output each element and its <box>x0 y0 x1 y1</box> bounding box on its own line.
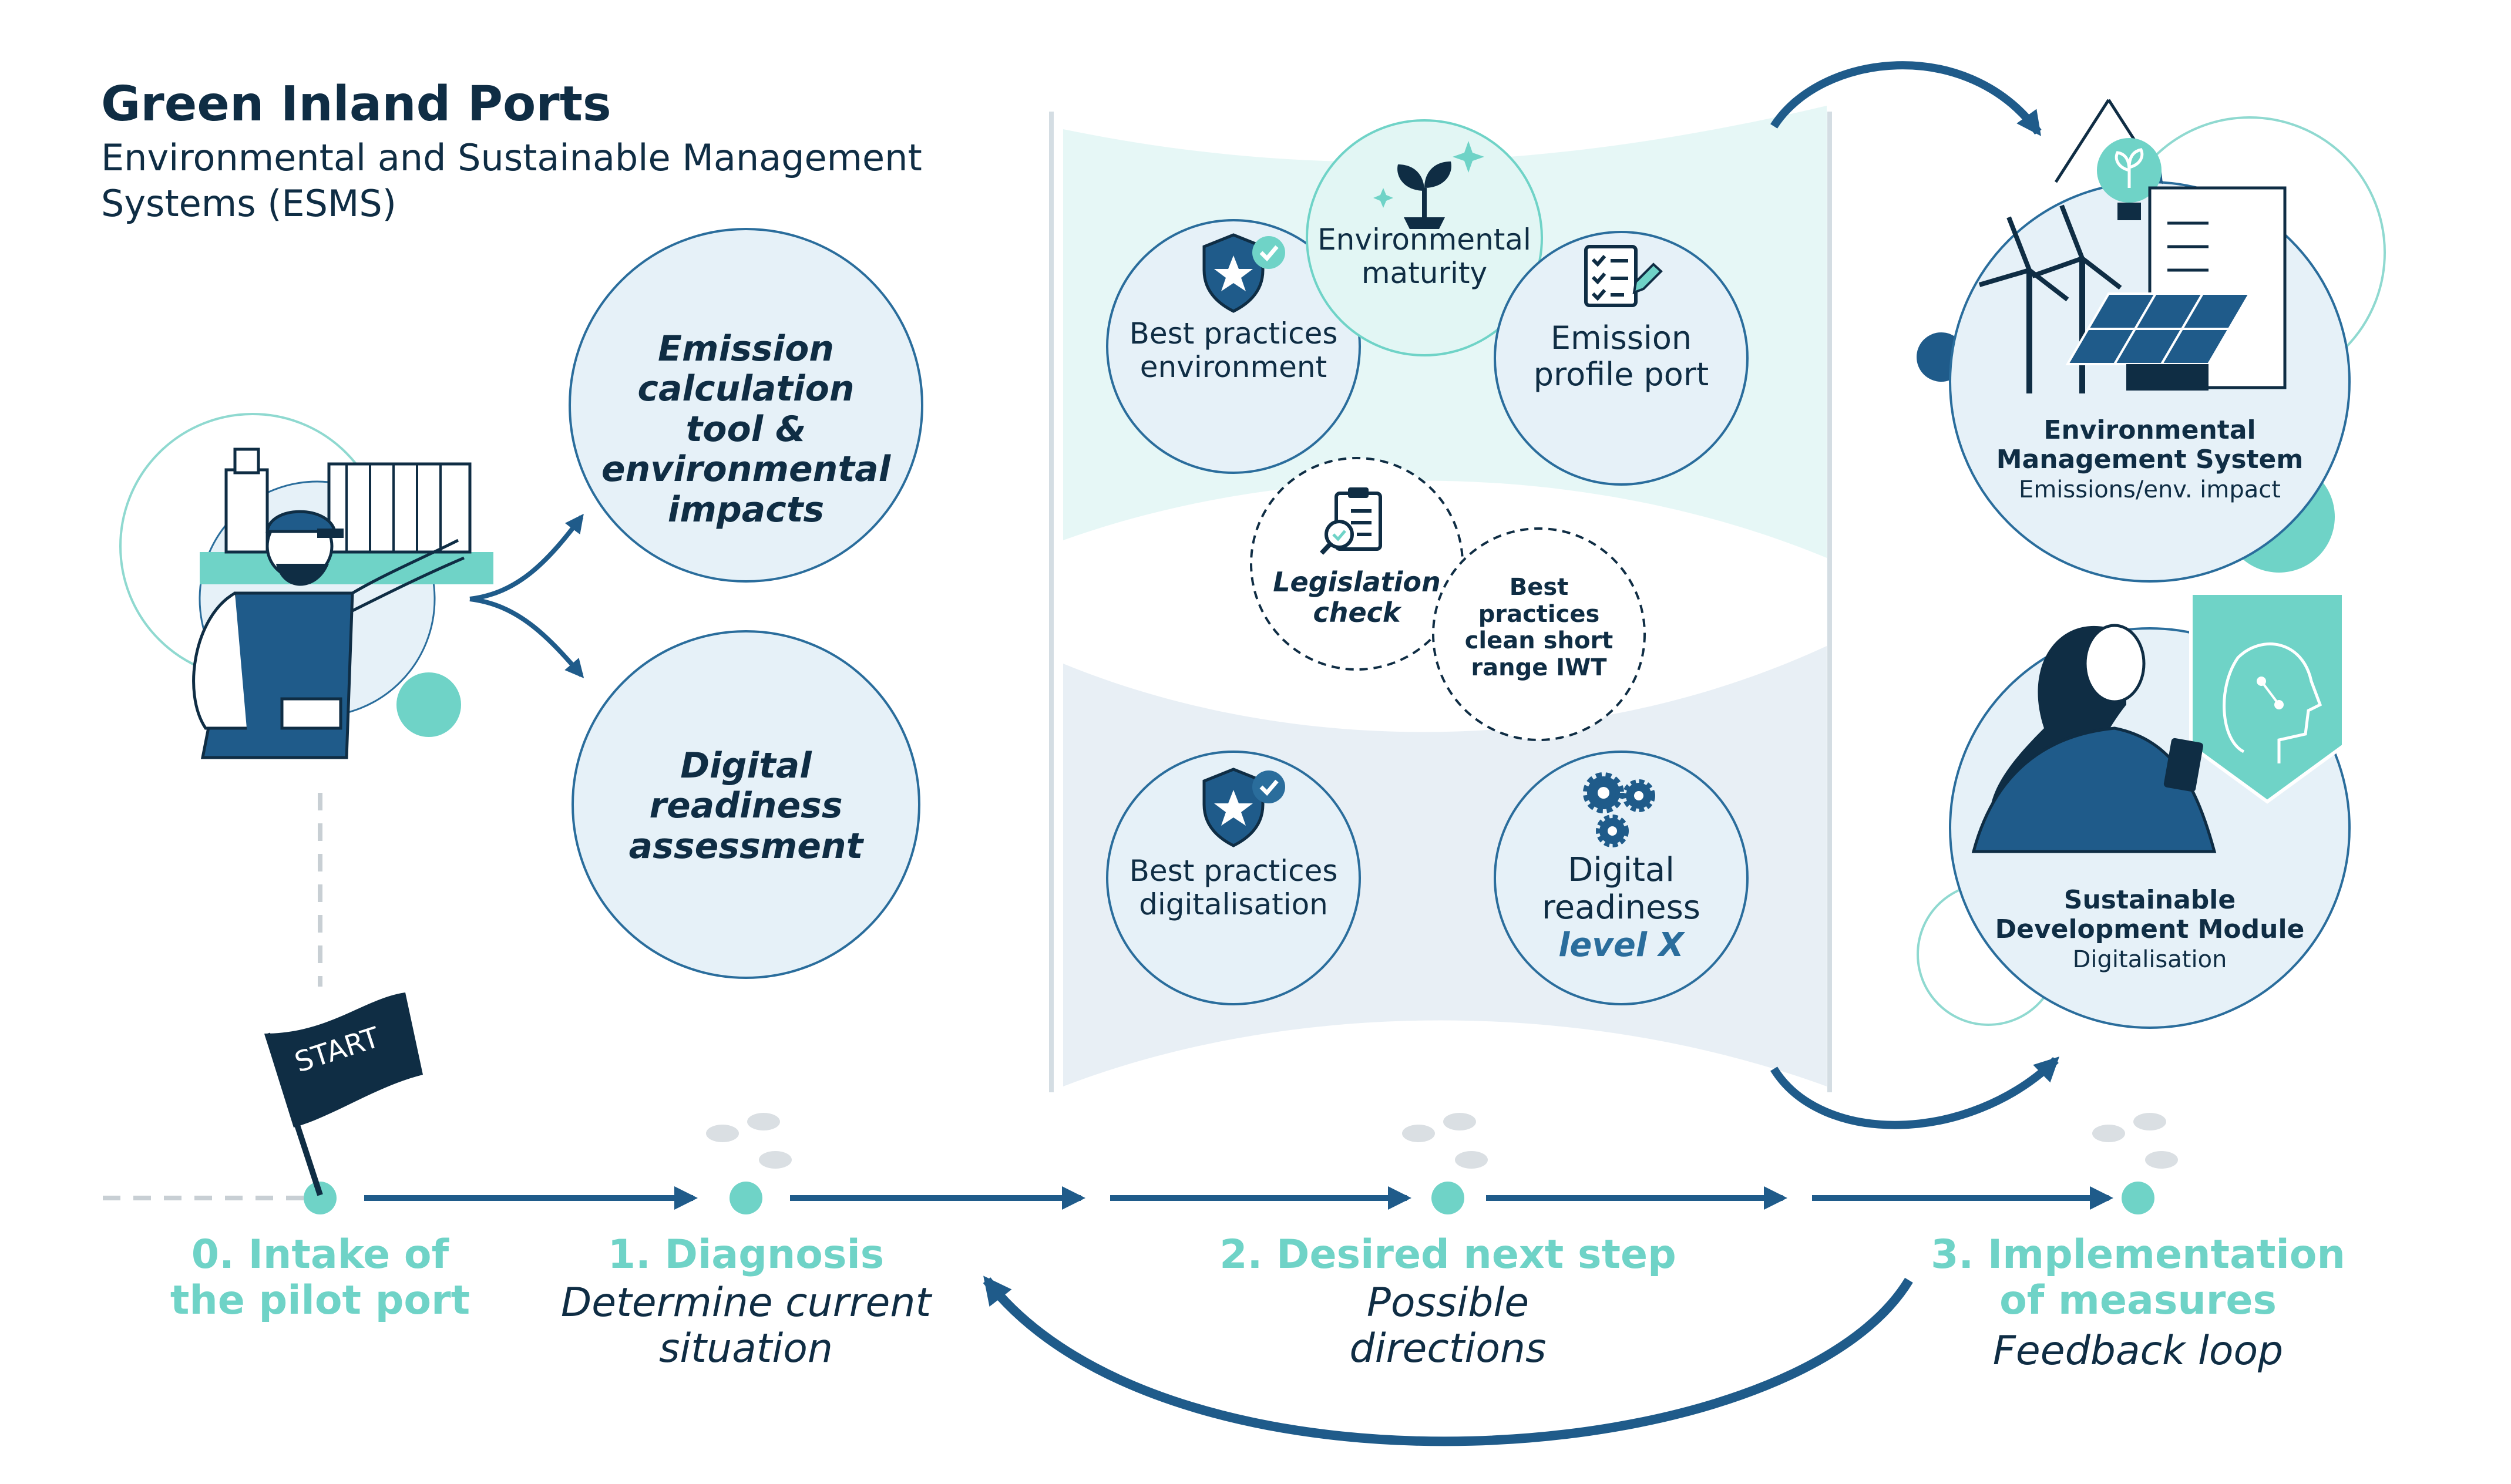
wind-turbine-icon <box>1978 204 2122 393</box>
solar-panel-icon <box>2065 292 2252 391</box>
person-pointing-icon <box>192 510 465 759</box>
step-marker <box>1431 1182 1464 1214</box>
emission-tool-label: Emission calculation tool & environmenta… <box>601 328 891 530</box>
sdm-subtitle: Digitalisation <box>2072 946 2227 973</box>
step-3-heading: 3. Implementation of measures <box>1931 1231 2345 1324</box>
digital-readiness-level-prefix: Digital readiness <box>1542 851 1700 927</box>
woman-tablet-icon <box>1971 624 2217 853</box>
step-3-sub: Feedback loop <box>1992 1328 2284 1374</box>
page-title: Green Inland Ports <box>101 76 611 132</box>
ship-icon <box>200 447 493 584</box>
legislation-clipboard-icon <box>1320 487 1382 555</box>
footprints-icon <box>706 1113 2178 1169</box>
legislation-check-label: Legislation check <box>1273 566 1441 629</box>
step-marker <box>304 1182 337 1214</box>
intake-illustration <box>119 413 584 987</box>
emission-profile-label: Emission profile port <box>1533 319 1709 393</box>
step-1-sub: Determine current situation <box>560 1280 932 1372</box>
digital-readiness-label: Digital readiness assessment <box>628 745 863 867</box>
ems-subtitle: Emissions/env. impact <box>2019 476 2281 503</box>
plant-icon <box>1373 141 1484 229</box>
environmental-maturity-label: Environmental maturity <box>1317 223 1531 290</box>
shield-star-icon <box>1202 233 1285 313</box>
step-marker <box>2122 1182 2154 1214</box>
loop-arrows <box>983 61 2060 1446</box>
digital-readiness-level-label: Digital readiness level X <box>1515 852 1727 964</box>
middle-bubbles <box>1106 119 1749 1005</box>
digital-readiness-level-suffix: level X <box>1558 926 1684 964</box>
timeline <box>103 992 2178 1214</box>
right-panel <box>1917 99 2386 1029</box>
ems-title: Environmental Management System <box>1996 415 2304 475</box>
sdm-title: Sustainable Development Module <box>1995 885 2305 945</box>
clipboard-checklist-icon <box>1584 245 1663 307</box>
digital-readiness-bubble <box>572 630 920 979</box>
best-practices-environment-label: Best practices environment <box>1129 317 1338 384</box>
step-2-heading: 2. Desired next step <box>1219 1231 1676 1278</box>
step-marker <box>730 1182 762 1214</box>
emission-tool-bubble <box>569 228 923 583</box>
diagnosis-bubbles <box>569 228 923 979</box>
lightbulb-icon <box>2097 138 2162 220</box>
step-2-sub: Possible directions <box>1349 1280 1547 1372</box>
best-practices-digitalisation-label: Best practices digitalisation <box>1129 854 1338 921</box>
shield-star-icon <box>1202 768 1285 847</box>
start-flag-icon <box>264 992 423 1196</box>
step-0-heading: 0. Intake of the pilot port <box>170 1231 470 1324</box>
ai-head-shield-icon <box>2189 591 2345 804</box>
page-subtitle: Environmental and Sustainable Management… <box>101 136 922 225</box>
gears-icon <box>1583 772 1655 847</box>
best-practices-iwt-label: Best practices clean short range IWT <box>1464 574 1614 681</box>
step-1-heading: 1. Diagnosis <box>607 1231 885 1278</box>
